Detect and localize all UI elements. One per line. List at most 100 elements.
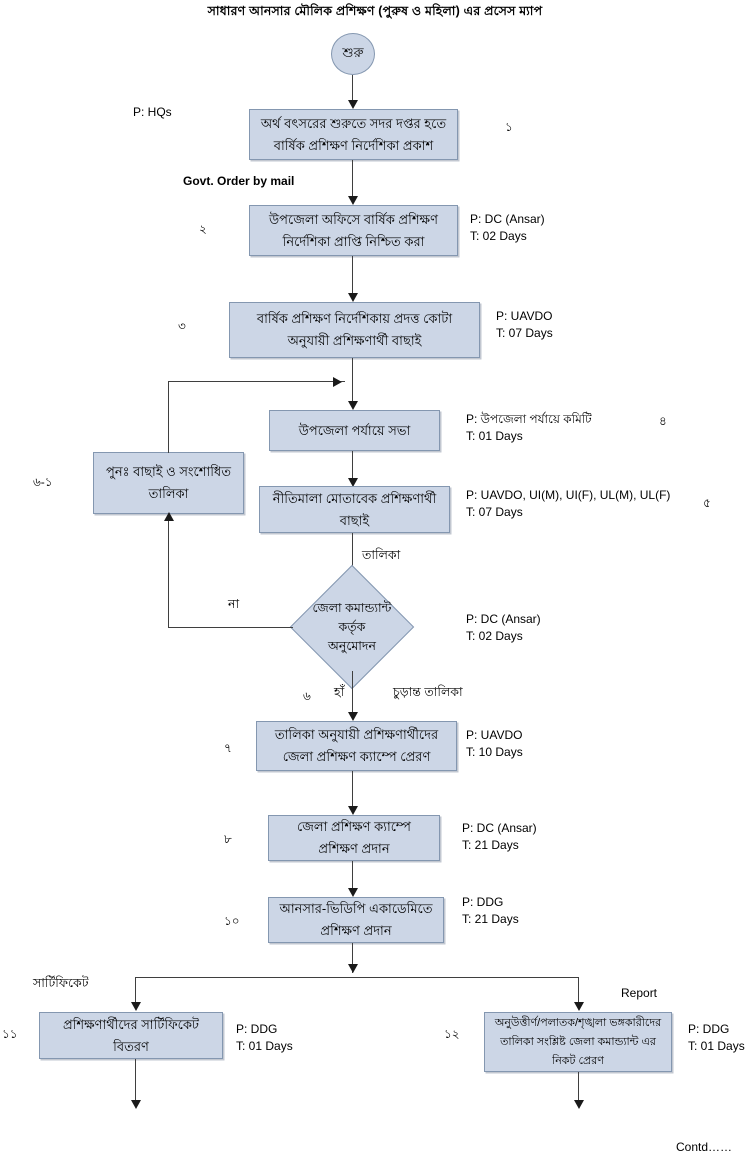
process-node-1[interactable]: অর্থ বৎসরের শুরুতে সদর দপ্তর হতে বার্ষিক… (249, 109, 458, 160)
start-label: শুরু (342, 44, 364, 60)
node-12-performer-time: P: DDG T: 01 Days (688, 1022, 745, 1053)
decision-performer-time: P: DC (Ansar) T: 02 Days (466, 612, 541, 643)
node-8-step-number: ৮ (224, 832, 232, 846)
edge-label-certificate: সার্টিফিকেট (33, 976, 89, 990)
arrowhead-n8 (348, 806, 358, 815)
node-4-line-1: উপজেলা পর্যায়ে সভা (298, 422, 411, 438)
connector-right-branch-vertical (578, 977, 579, 1007)
govt-order-note: Govt. Order by mail (183, 174, 295, 188)
arrowhead-no-branch-into-6-1 (164, 512, 174, 521)
node-11-line-2: বিতরণ (113, 1038, 149, 1054)
arrowhead-n11 (131, 1002, 141, 1011)
node-8-line-1: জেলা প্রশিক্ষণ ক্যাম্পে (296, 819, 411, 834)
edge-label-talika: তালিকা (362, 548, 401, 562)
connector-left-branch-vertical (135, 977, 136, 1007)
node-5-performer-time: P: UAVDO, UI(M), UI(F), UL(M), UL(F) T: … (466, 488, 671, 519)
node-2-step-number: ২ (199, 222, 207, 236)
node-3-line-2: অনুযায়ী প্রশিক্ষণার্থী বাছাই (287, 333, 422, 348)
edge-label-yes: হাঁ (334, 685, 345, 699)
node-11-line-1: প্রশিক্ষণার্থীদের সার্টিফিকেট (62, 1016, 199, 1032)
node-1-step-number: ১ (505, 120, 513, 134)
arrowhead-n11-out (131, 1100, 141, 1109)
node-6-1-step-number: ৬-১ (33, 475, 53, 489)
edge-label-final-list: চুড়ান্ত তালিকা (393, 685, 463, 699)
decision-line-2: কর্তৃক (338, 619, 366, 634)
node-5-line-2: বাছাই (339, 512, 370, 528)
decision-line-1: জেলা কমান্ড্যান্ট (312, 600, 392, 615)
arrowhead-n2 (348, 196, 358, 205)
node-12-line-2: তালিকা সংশ্লিষ্ট জেলা কমান্ড্যান্ট এর (500, 1035, 656, 1048)
node-5-step-number: ৫ (703, 496, 711, 510)
node-7-step-number: ৭ (224, 741, 232, 755)
node-2-line-2: নির্দেশিকা প্রাপ্তি নিশ্চিত করা (282, 233, 425, 249)
connector-n5-to-decision (352, 533, 353, 581)
connector-n1-to-n2 (352, 160, 353, 198)
start-terminator[interactable]: শুরু (331, 33, 375, 75)
edge-label-no: না (228, 597, 240, 611)
process-node-7[interactable]: তালিকা অনুযায়ী প্রশিক্ষণার্থীদের জেলা প… (256, 721, 457, 771)
connector-loop-horizontal (168, 381, 345, 382)
node-3-line-1: বার্ষিক প্রশিক্ষণ নির্দেশিকায় প্রদত্ত ক… (256, 311, 453, 326)
connector-n3-to-n4 (352, 358, 353, 406)
node-10-line-2: প্রশিক্ষণ প্রদান (320, 923, 392, 938)
node-12-line-1: অনুউত্তীর্ণ/পলাতক/শৃঙ্খলা ভঙ্গকারীদের (494, 1016, 662, 1029)
arrowhead-split-bus (348, 964, 358, 973)
process-node-11[interactable]: প্রশিক্ষণার্থীদের সার্টিফিকেট বিতরণ (39, 1012, 223, 1059)
connector-split-bus (135, 977, 579, 978)
arrowhead-n12 (574, 1002, 584, 1011)
decision-label: জেলা কমান্ড্যান্ট কর্তৃক অনুমোদন (290, 583, 414, 671)
footer-continued: Contd…… (676, 1140, 733, 1154)
node-1-line-1: অর্থ বৎসরের শুরুতে সদর দপ্তর হতে (260, 115, 447, 131)
arrowhead-n12-out (574, 1100, 584, 1109)
connector-loop-vertical-up (168, 381, 169, 453)
connector-n11-out (135, 1059, 136, 1106)
connector-no-branch-horizontal (168, 627, 293, 628)
node-8-performer-time: P: DC (Ansar) T: 21 Days (462, 821, 537, 852)
process-node-3[interactable]: বার্ষিক প্রশিক্ষণ নির্দেশিকায় প্রদত্ত ক… (229, 302, 480, 358)
node-2-performer-time: P: DC (Ansar) T: 02 Days (470, 212, 545, 243)
connector-n4-to-n5 (352, 451, 353, 484)
decision-node-approval[interactable]: জেলা কমান্ড্যান্ট কর্তৃক অনুমোদন (289, 564, 415, 690)
node-7-line-2: জেলা প্রশিক্ষণ ক্যাম্পে প্রেরণ (282, 749, 431, 764)
node-3-performer-time: P: UAVDO T: 07 Days (496, 309, 553, 340)
node-1-line-2: বার্ষিক প্রশিক্ষণ নির্দেশিকা প্রকাশ (273, 137, 434, 153)
arrowhead-n5 (348, 478, 358, 487)
decision-line-3: অনুমোদন (328, 638, 376, 653)
arrowhead-n4 (348, 401, 358, 410)
node-3-step-number: ৩ (178, 319, 186, 333)
connector-start-to-n1 (352, 75, 353, 103)
process-node-12[interactable]: অনুউত্তীর্ণ/পলাতক/শৃঙ্খলা ভঙ্গকারীদের তা… (484, 1012, 672, 1072)
arrowhead-n1 (348, 100, 358, 109)
node-1-performer: P: HQs (133, 105, 172, 119)
node-7-line-1: তালিকা অনুযায়ী প্রশিক্ষণার্থীদের (274, 727, 439, 742)
node-10-performer-time: P: DDG T: 21 Days (462, 895, 519, 926)
connector-n2-to-n3 (352, 256, 353, 300)
process-node-6-1-reselection[interactable]: পুনঃ বাছাই ও সংশোধিত তালিকা (93, 452, 244, 514)
connector-no-branch-vertical (168, 519, 169, 628)
node-6-1-line-2: তালিকা (148, 486, 189, 501)
node-12-step-number: ১২ (444, 1027, 460, 1041)
node-2-line-1: উপজেলা অফিসে বার্ষিক প্রশিক্ষণ (269, 211, 438, 227)
process-node-4[interactable]: উপজেলা পর্যায়ে সভা (269, 410, 440, 451)
node-12-line-3: নিকট প্রেরণ (552, 1054, 604, 1067)
connector-n8-to-n10 (352, 861, 353, 893)
process-node-8[interactable]: জেলা প্রশিক্ষণ ক্যাম্পে প্রশিক্ষণ প্রদান (268, 815, 440, 861)
arrowhead-n3 (348, 293, 358, 302)
page-title: সাধারণ আনসার মৌলিক প্রশিক্ষণ (পুরুষ ও মহ… (207, 4, 543, 18)
node-4-performer-time: P: উপজেলা পর্যায়ে কমিটি T: 01 Days (466, 412, 592, 443)
node-11-step-number: ১১ (2, 1027, 18, 1041)
connector-n10-down (352, 943, 353, 973)
process-node-5[interactable]: নীতিমালা মোতাবেক প্রশিক্ষণার্থী বাছাই (259, 486, 450, 533)
process-node-2[interactable]: উপজেলা অফিসে বার্ষিক প্রশিক্ষণ নির্দেশিক… (249, 205, 458, 256)
edge-label-report: Report (621, 986, 658, 1000)
node-4-step-number: ৪ (659, 414, 667, 428)
decision-step-number: ৬ (303, 689, 311, 703)
connector-n7-to-n8 (352, 771, 353, 809)
node-10-step-number: ১০ (224, 914, 240, 928)
node-7-performer-time: P: UAVDO T: 10 Days (466, 728, 523, 759)
process-node-10[interactable]: আনসার-ভিডিপি একাডেমিতে প্রশিক্ষণ প্রদান (268, 897, 444, 943)
arrowhead-n10 (348, 888, 358, 897)
arrowhead-n7 (348, 712, 358, 721)
arrowhead-loop-into-n4 (333, 377, 342, 387)
